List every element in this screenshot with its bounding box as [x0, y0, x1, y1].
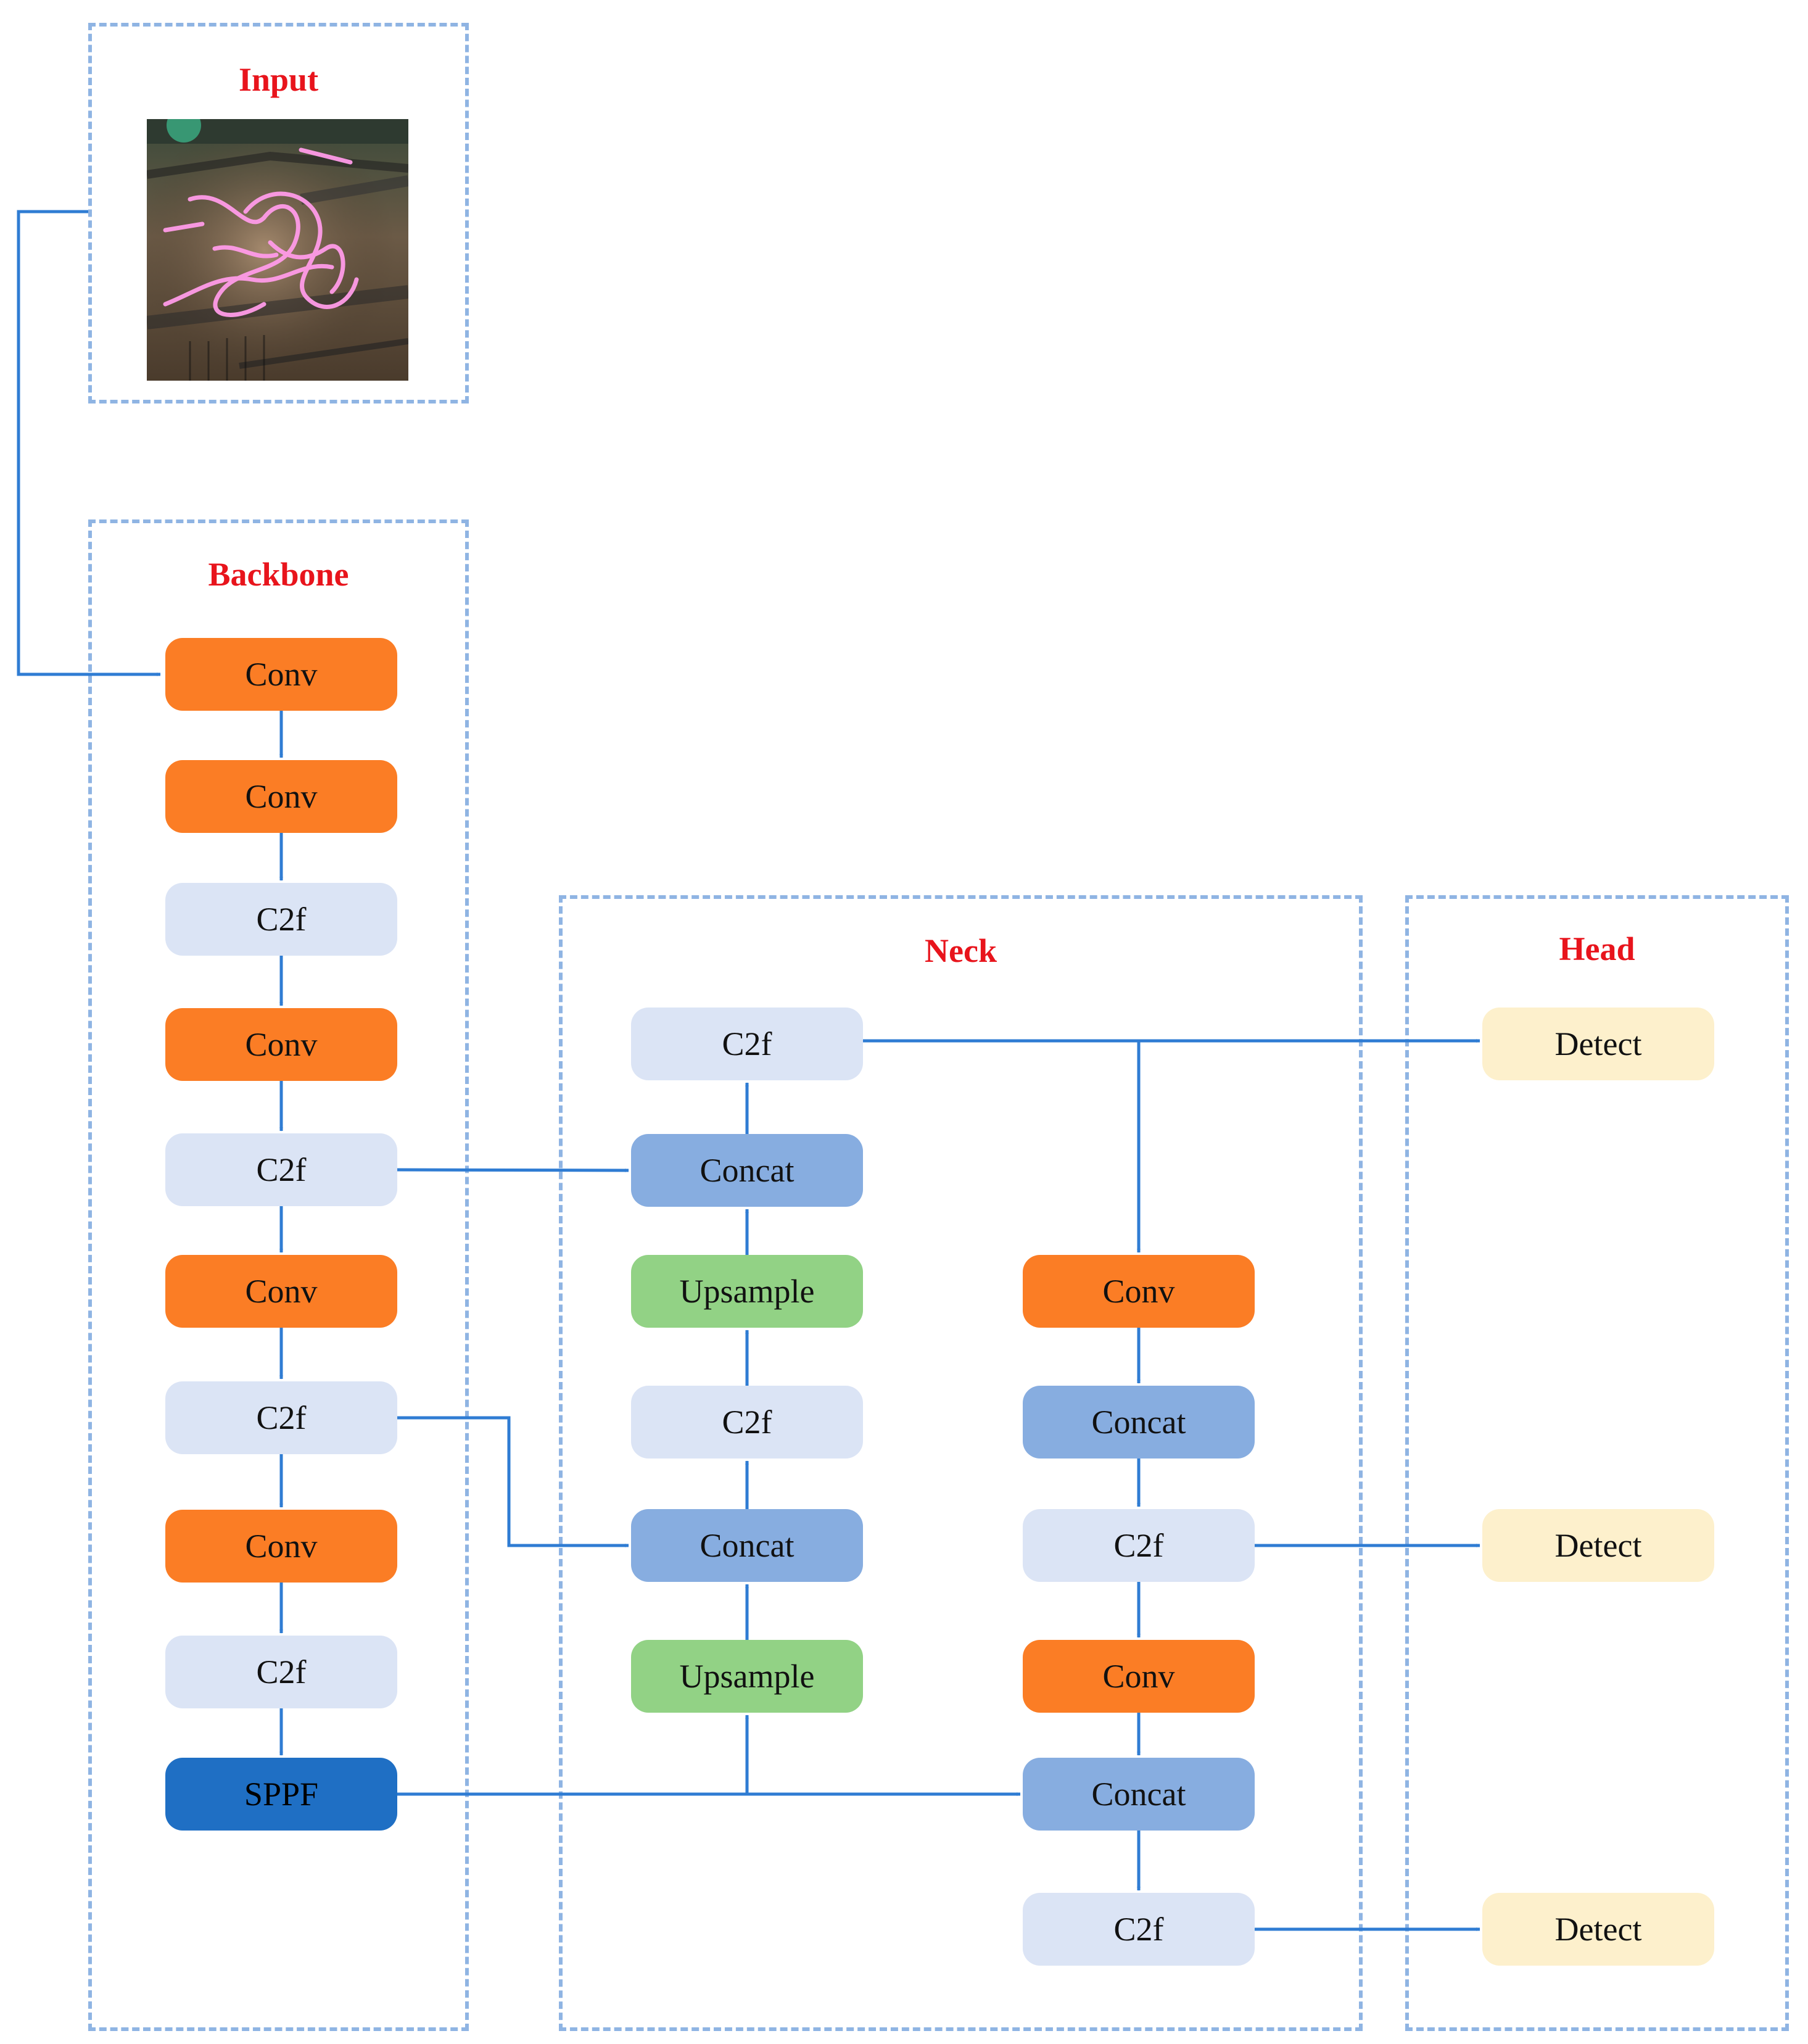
input-panel-title: Input	[238, 61, 319, 98]
neck-panel-title: Neck	[925, 932, 997, 969]
neck-concat-3: Concat	[1023, 1386, 1255, 1459]
backbone-c2f-3: C2f	[165, 1381, 397, 1454]
backbone-c2f-4: C2f	[165, 1636, 397, 1708]
backbone-conv-4: Conv	[165, 1255, 397, 1328]
backbone-c2f-2: C2f	[165, 1133, 397, 1206]
arrow-input-to-conv	[17, 210, 161, 676]
backbone-c2f-1: C2f	[165, 883, 397, 956]
input-panel: Input	[88, 23, 469, 403]
backbone-panel-title: Backbone	[208, 556, 349, 593]
neck-conv-1: Conv	[1023, 1255, 1255, 1328]
neck-conv-2: Conv	[1023, 1640, 1255, 1713]
neck-concat-2: Concat	[631, 1509, 863, 1582]
neck-panel: Neck	[559, 895, 1363, 2031]
head-detect-2: Detect	[1482, 1509, 1714, 1582]
neck-concat-4: Concat	[1023, 1758, 1255, 1831]
head-detect-3: Detect	[1482, 1893, 1714, 1966]
neck-upsample-2: Upsample	[631, 1640, 863, 1713]
neck-upsample-1: Upsample	[631, 1255, 863, 1328]
backbone-conv-2: Conv	[165, 760, 397, 833]
backbone-conv-5: Conv	[165, 1510, 397, 1583]
arrow-backbone-c2f-3-to-concat	[397, 1416, 629, 1547]
neck-c2f-p1: C2f	[1023, 1509, 1255, 1582]
neck-c2f-p2: C2f	[1023, 1893, 1255, 1966]
neck-concat-1: Concat	[631, 1134, 863, 1207]
head-panel: Head	[1405, 895, 1789, 2031]
head-panel-title: Head	[1559, 930, 1635, 967]
neck-c2f-top: C2f	[631, 1008, 863, 1080]
wire-tangle-photo-icon	[147, 119, 408, 381]
head-detect-1: Detect	[1482, 1008, 1714, 1080]
backbone-panel: Backbone	[88, 519, 469, 2031]
backbone-sppf: SPPF	[165, 1758, 397, 1831]
backbone-conv-3: Conv	[165, 1008, 397, 1081]
backbone-conv-1: Conv	[165, 638, 397, 711]
neck-c2f-mid: C2f	[631, 1386, 863, 1459]
